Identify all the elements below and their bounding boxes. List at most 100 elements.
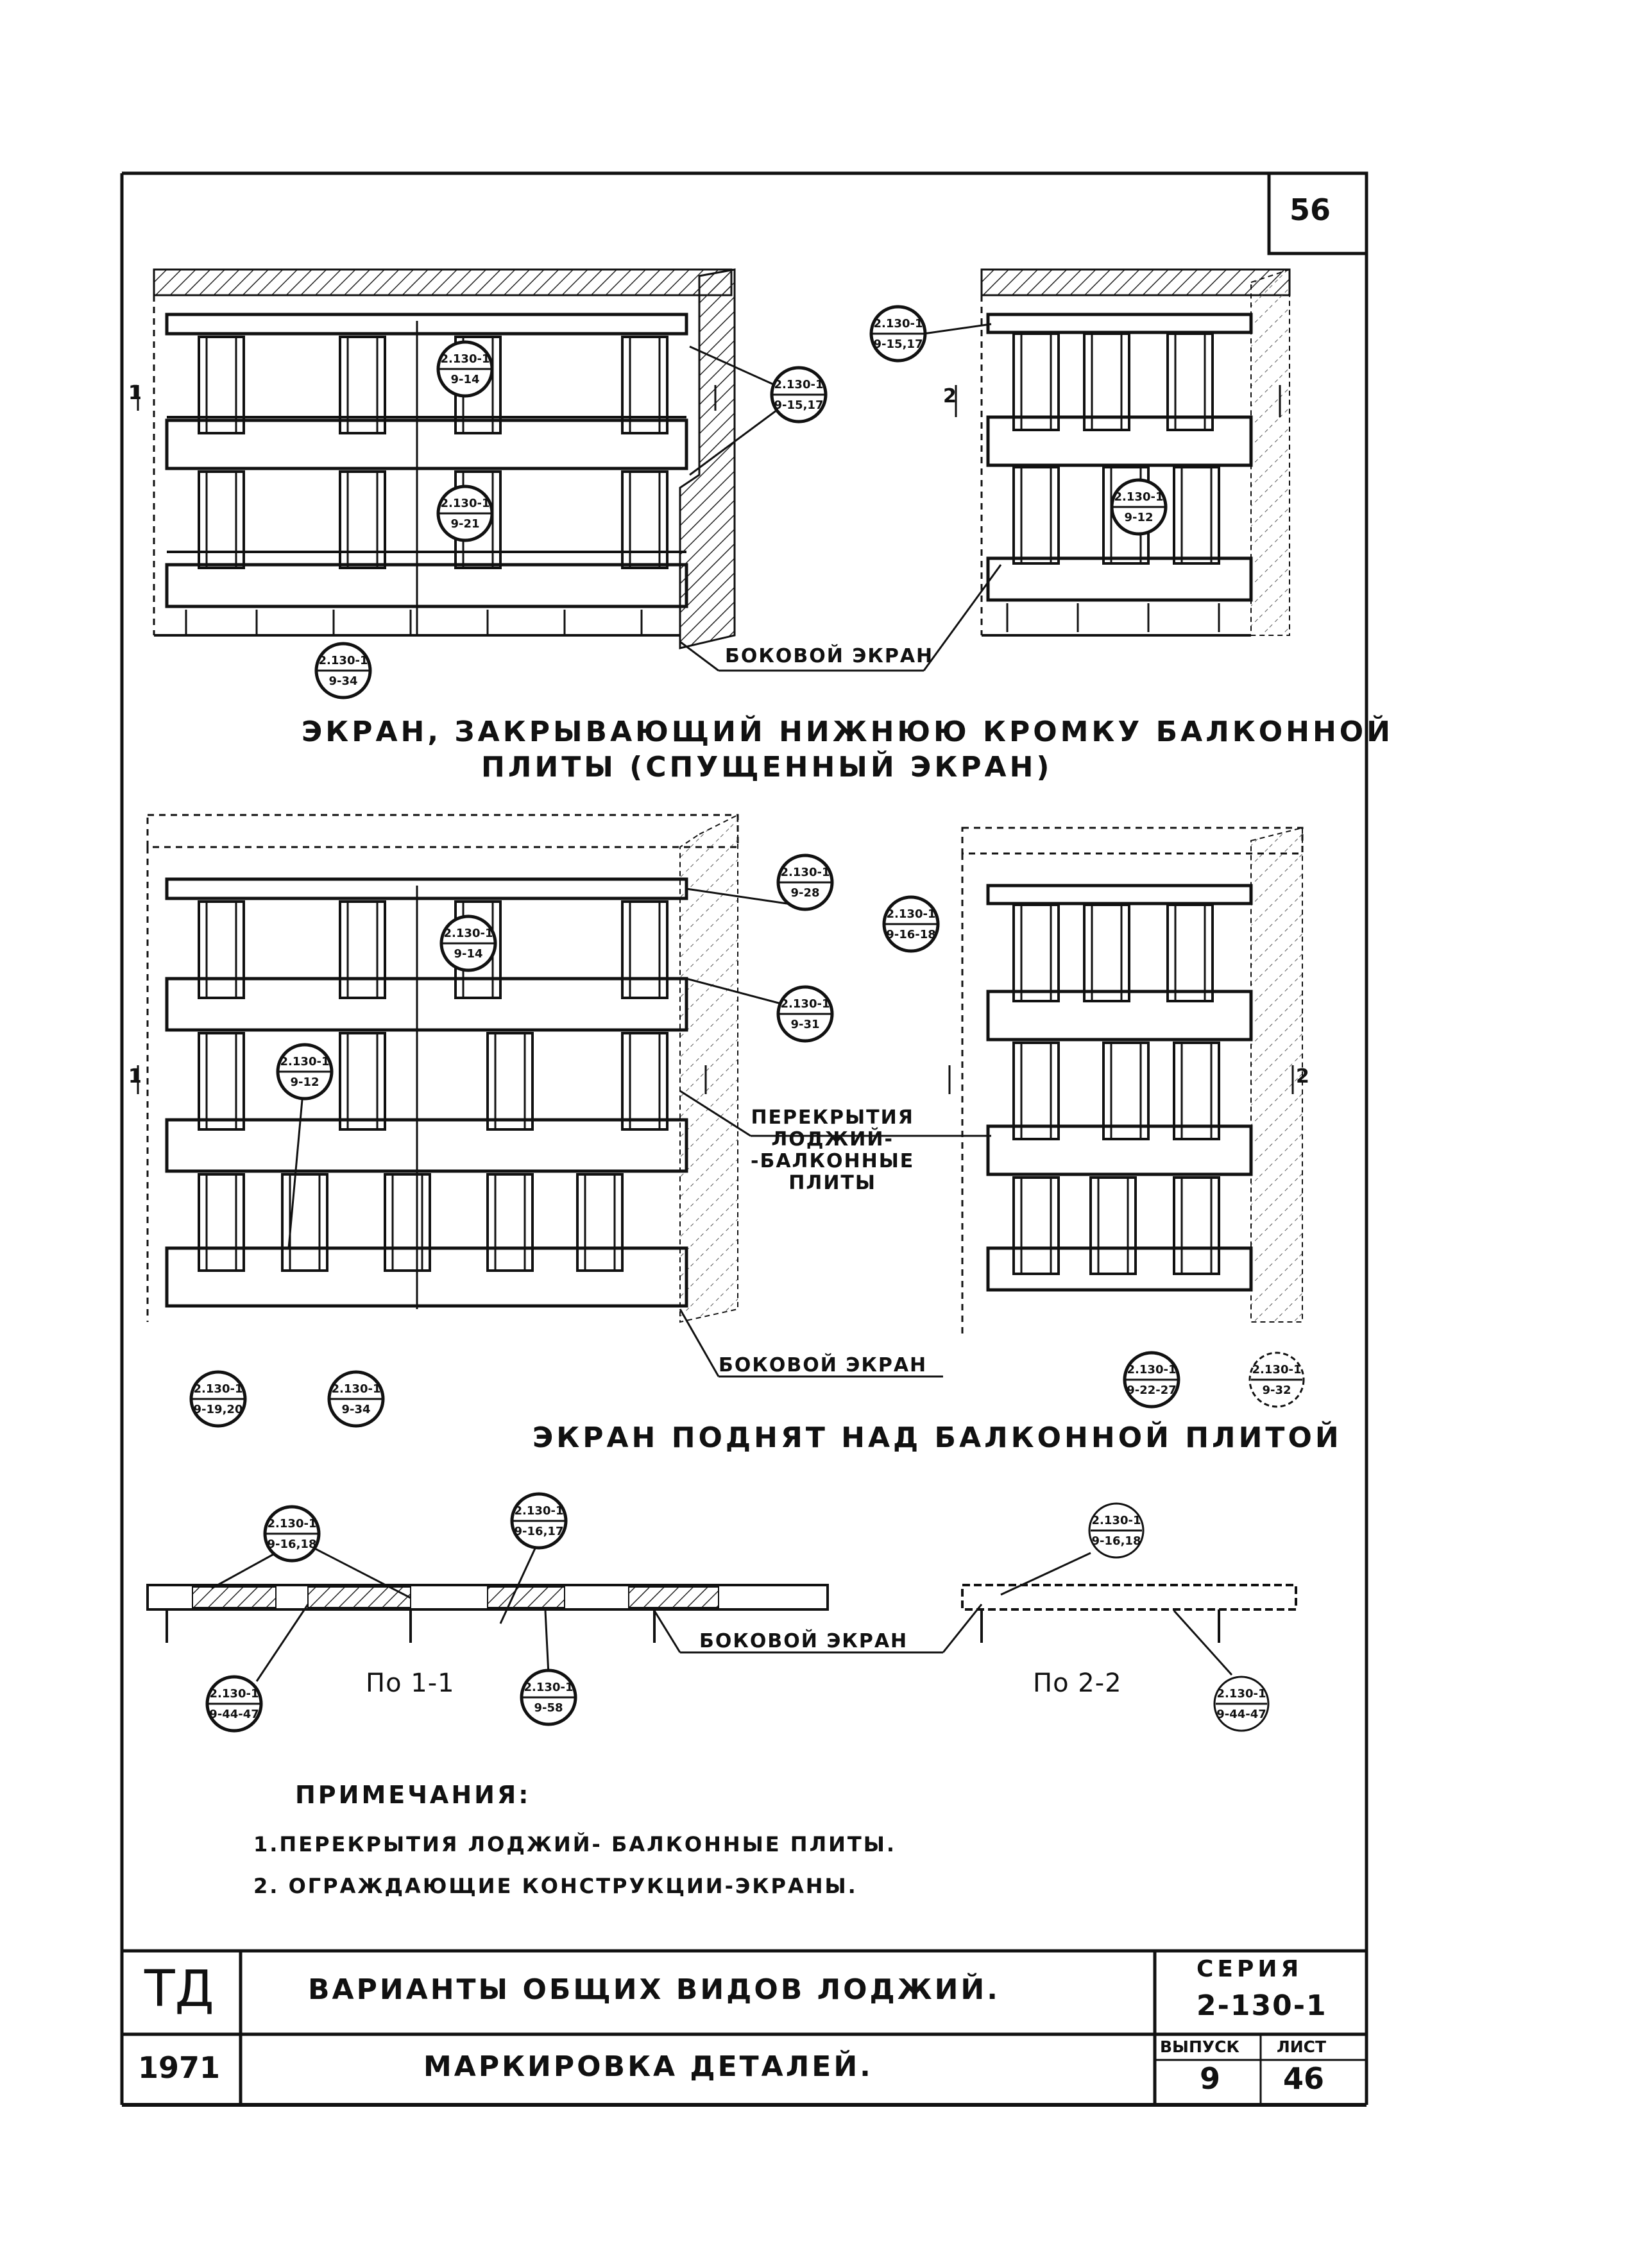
svg-text:9-34: 9-34 [328,674,357,688]
callout-p1: 2.130-1 9-16,18 [263,1505,321,1563]
svg-text:9-15,17: 9-15,17 [874,338,923,351]
sheet-title-1: ВАРИАНТЫ ОБЩИХ ВИДОВ ЛОДЖИЙ. [308,1973,1000,2006]
note-item-1: 1.ПЕРЕКРЫТИЯ ЛОДЖИЙ- БАЛКОННЫЕ ПЛИТЫ. [253,1832,897,1857]
svg-text:9-16,18: 9-16,18 [1092,1534,1141,1548]
side-screen-label-top: БОКОВОЙ ЭКРАН [725,645,934,667]
callout-p2: 2.130-1 9-16,17 [510,1492,568,1550]
svg-text:9-16-18: 9-16-18 [886,928,936,941]
svg-text:9-28: 9-28 [790,886,819,900]
svg-text:2.130-1: 2.130-1 [1092,1514,1141,1527]
svg-text:9-32: 9-32 [1262,1384,1291,1397]
slabs-label: ПЕРЕКРЫТИЯ ЛОДЖИЙ- -БАЛКОННЫЕ ПЛИТЫ [751,1107,914,1194]
callout-t6: 2.130-1 9-12 [1110,478,1168,536]
svg-text:9-12: 9-12 [1124,511,1153,524]
callout-series: 2.130-1 [441,352,490,366]
year: 1971 [138,2050,221,2085]
callout-p6: 2.130-1 9-44-47 [1213,1676,1270,1732]
cut-mark-1-top: 1 [128,382,144,404]
svg-text:9-34: 9-34 [341,1403,370,1416]
svg-text:2.130-1: 2.130-1 [1217,1687,1266,1701]
caption-top-line-2: ПЛИТЫ (СПУЩЕННЫЙ ЭКРАН) [481,751,1053,784]
callout-m4: 2.130-1 9-12 [276,1043,334,1101]
caption-top-line-1: ЭКРАН, ЗАКРЫВАЮЩИЙ НИЖНЮЮ КРОМКУ БАЛКОНН… [302,716,1394,748]
sheet-number: 56 [1290,193,1331,227]
svg-text:2.130-1: 2.130-1 [319,654,368,667]
section-label-2-2: По 2-2 [1033,1668,1122,1698]
svg-text:9-58: 9-58 [534,1701,563,1715]
facade-top-left [137,268,924,672]
callout-t4: 2.130-1 9-34 [314,642,372,699]
issue-value: 9 [1200,2061,1221,2096]
svg-text:9-22-27: 9-22-27 [1127,1384,1177,1397]
callout-m3: 2.130-1 9-31 [776,985,834,1043]
callout-t3: 2.130-1 9-21 [436,485,494,542]
svg-text:2.130-1: 2.130-1 [1127,1363,1177,1376]
callout-p5: 2.130-1 9-16,18 [1088,1502,1145,1559]
callout-p3: 2.130-1 9-44-47 [205,1675,263,1733]
callout-t5: 2.130-1 9-15,17 [869,305,927,363]
side-screen-label-plan: БОКОВОЙ ЭКРАН [699,1630,908,1652]
sheet-value: 46 [1283,2061,1325,2096]
slabs-label-line-2: ЛОДЖИЙ- [771,1128,894,1151]
issue-label: ВЫПУСК [1160,2037,1239,2056]
svg-text:2.130-1: 2.130-1 [268,1517,317,1531]
callout-m5: 2.130-1 9-19,20 [189,1370,247,1428]
cut-mark-2-middle: 2 [1296,1065,1311,1088]
svg-text:2.130-1: 2.130-1 [441,497,490,510]
svg-text:2.130-1: 2.130-1 [781,997,830,1011]
svg-text:2.130-1: 2.130-1 [781,866,830,879]
slabs-label-line-4: ПЛИТЫ [788,1172,876,1194]
plan-sections [146,1539,1297,1682]
callout-m7: 2.130-1 9-16-18 [882,895,940,953]
svg-text:9-21: 9-21 [450,517,479,531]
svg-text:9-44-47: 9-44-47 [209,1708,259,1721]
svg-text:9-14: 9-14 [450,373,479,386]
callouts: 2.130-1 9-14 2.130-1 9-15,17 2.130-1 9-2… [189,305,1305,1733]
series-value: 2-130-1 [1196,1989,1327,2022]
svg-text:9-14: 9-14 [454,947,482,961]
svg-text:2.130-1: 2.130-1 [887,907,936,921]
notes-title: ПРИМЕЧАНИЯ: [295,1781,531,1809]
sheet-label: ЛИСТ [1277,2037,1327,2056]
svg-text:9-15,17: 9-15,17 [774,399,824,412]
callout-m2: 2.130-1 9-14 [439,914,497,972]
svg-text:9-19,20: 9-19,20 [194,1403,243,1416]
sheet-frame [120,171,1368,2107]
svg-text:2.130-1: 2.130-1 [280,1055,330,1068]
cut-mark-1-middle: 1 [128,1065,144,1088]
callout-m6: 2.130-1 9-34 [327,1370,385,1428]
slabs-label-line-1: ПЕРЕКРЫТИЯ [751,1106,914,1129]
facade-middle-right [948,827,1304,1335]
series-label: СЕРИЯ [1196,1956,1303,1982]
svg-text:2.130-1: 2.130-1 [1252,1363,1302,1376]
callout-t2: 2.130-1 9-15,17 [770,366,828,424]
callout-m8: 2.130-1 9-22-27 [1123,1351,1180,1409]
svg-text:2.130-1: 2.130-1 [524,1681,574,1694]
svg-text:9-12: 9-12 [290,1076,319,1089]
svg-text:9-16,17: 9-16,17 [515,1525,564,1538]
cut-mark-2-top: 2 [943,385,958,407]
svg-text:2.130-1: 2.130-1 [210,1687,259,1701]
side-screen-label-middle: БОКОВОЙ ЭКРАН [719,1354,928,1376]
svg-text:2.130-1: 2.130-1 [332,1382,381,1396]
svg-text:2.130-1: 2.130-1 [874,317,923,330]
title-block-grid [122,1949,1367,2105]
svg-text:2.130-1: 2.130-1 [1114,490,1164,504]
callout-m9: 2.130-1 9-32 [1248,1351,1305,1408]
svg-text:2.130-1: 2.130-1 [515,1504,564,1518]
svg-text:9-31: 9-31 [790,1018,819,1031]
callout-t1: 2.130-1 9-14 [436,340,494,398]
svg-text:9-16,18: 9-16,18 [268,1538,317,1551]
slabs-label-line-3: -БАЛКОННЫЕ [751,1150,915,1172]
org-code: ТД [144,1960,214,2018]
svg-text:9-44-47: 9-44-47 [1216,1708,1266,1721]
caption-middle: ЭКРАН ПОДНЯТ НАД БАЛКОННОЙ ПЛИТОЙ [532,1421,1342,1454]
svg-text:2.130-1: 2.130-1 [444,927,493,940]
svg-text:2.130-1: 2.130-1 [194,1382,243,1396]
note-item-2: 2. ОГРАЖДАЮЩИЕ КОНСТРУКЦИИ-ЭКРАНЫ. [253,1874,858,1898]
svg-text:2.130-1: 2.130-1 [774,378,824,391]
facade-middle-left [137,814,962,1378]
facade-top-right [923,268,1291,671]
callout-m1: 2.130-1 9-28 [776,853,834,911]
